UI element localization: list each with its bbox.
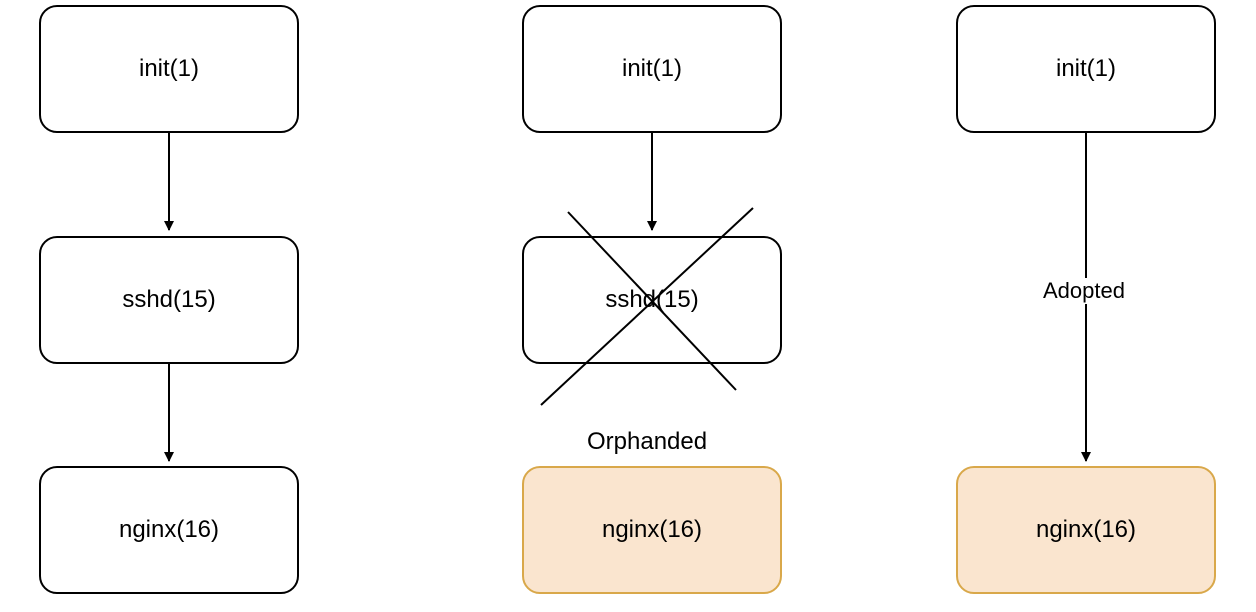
node-nginx: nginx(16) [39, 466, 299, 594]
node-init: init(1) [522, 5, 782, 133]
node-sshd-killed: sshd(15) [522, 236, 782, 364]
node-init: init(1) [39, 5, 299, 133]
node-sshd: sshd(15) [39, 236, 299, 364]
node-nginx-adopted: nginx(16) [956, 466, 1216, 594]
adopted-edge-label: Adopted [1041, 278, 1127, 304]
orphaned-annotation: Orphanded [587, 428, 708, 455]
node-init: init(1) [956, 5, 1216, 133]
node-nginx-orphan: nginx(16) [522, 466, 782, 594]
